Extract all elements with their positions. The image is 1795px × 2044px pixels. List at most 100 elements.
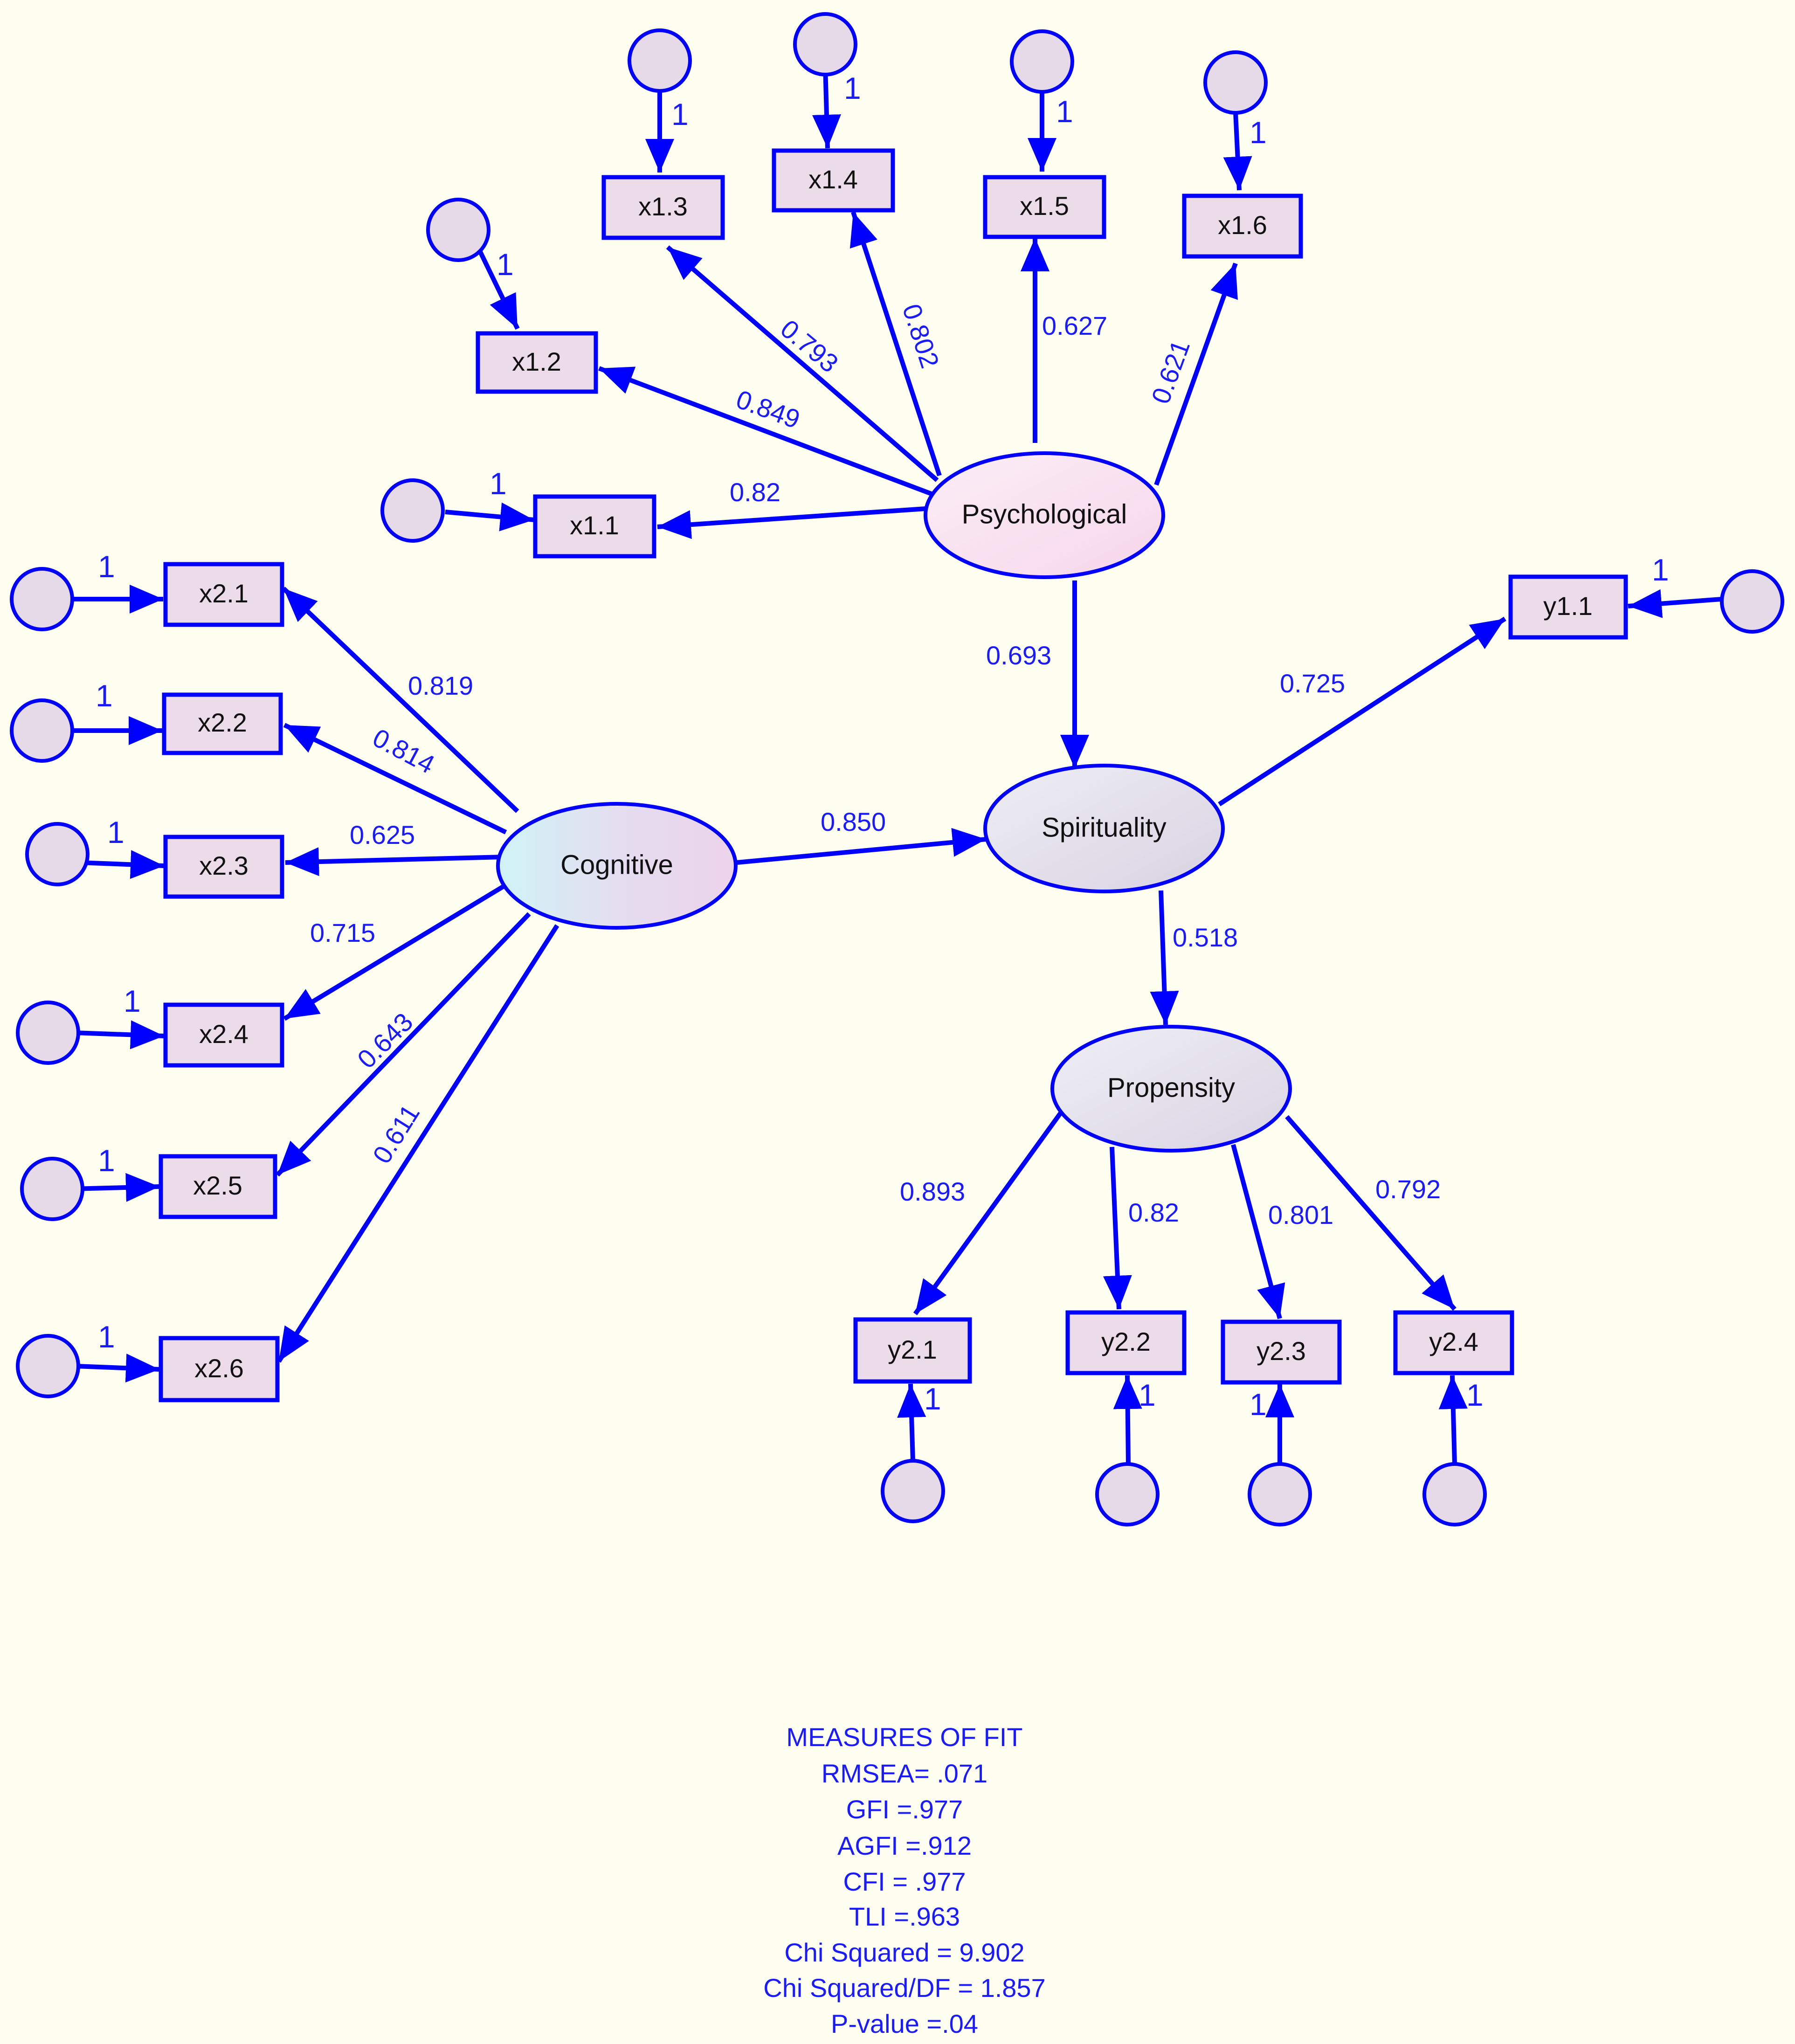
- latent-spirituality[interactable]: Spirituality: [983, 764, 1225, 893]
- edge-error-y1-1: [1628, 589, 1722, 618]
- fit-line-tli: TLI =.963: [849, 1902, 960, 1931]
- latent-variables: Psychological Cognitive Spirituality Pro…: [496, 451, 1292, 1153]
- edge-error-x1-4: [812, 65, 841, 149]
- indicator-label: x1.6: [1218, 210, 1267, 240]
- indicator-x2-6[interactable]: x2.6: [159, 1336, 280, 1402]
- error-circle-y2-1: [881, 1459, 945, 1523]
- edge-psychological-x1-2: [598, 366, 933, 497]
- indicator-label: y2.1: [888, 1335, 937, 1364]
- error-circle-x1-6: [1203, 50, 1268, 115]
- indicator-y2-1[interactable]: y2.1: [853, 1317, 972, 1384]
- indicator-x1-2[interactable]: x1.2: [476, 331, 598, 394]
- indicator-x1-5[interactable]: x1.5: [983, 175, 1106, 239]
- indicator-label: x2.4: [199, 1019, 249, 1049]
- fit-line-agfi: AGFI =.912: [837, 1831, 972, 1860]
- loading-x2-1: 0.819: [408, 671, 473, 700]
- loading-y2-3: 0.801: [1268, 1200, 1333, 1229]
- indicator-label: y1.1: [1543, 591, 1593, 621]
- loading-x1-5: 0.627: [1042, 311, 1107, 340]
- edge-propensity-y2-3: [1231, 1144, 1285, 1319]
- edge-error-x2-5: [72, 1173, 160, 1202]
- indicator-label: x1.4: [808, 165, 858, 194]
- edge-psychological-x1-6: [1154, 262, 1238, 486]
- indicator-x1-3[interactable]: x1.3: [601, 175, 725, 240]
- edge-cognitive-x2-2: [283, 723, 507, 835]
- indicator-x2-1[interactable]: x2.1: [163, 562, 284, 627]
- error-terms: [10, 12, 1784, 1526]
- indicator-x2-3[interactable]: x2.3: [163, 835, 284, 899]
- indicator-label: x2.3: [199, 851, 249, 880]
- edge-psychological-x1-3: [666, 245, 939, 482]
- indicator-y1-1[interactable]: y1.1: [1508, 574, 1628, 640]
- error-weight-y2-2: 1: [1139, 1378, 1156, 1412]
- fit-line-chi-squared: Chi Squared = 9.902: [784, 1938, 1024, 1967]
- indicator-label: x2.6: [194, 1353, 244, 1383]
- indicator-x1-6[interactable]: x1.6: [1182, 193, 1303, 259]
- indicator-x1-1[interactable]: x1.1: [533, 494, 656, 559]
- error-circle-x1-3: [628, 28, 692, 93]
- indicators: x1.1 x1.2 x1.3 x1.4 x1.5 x1.6 x2.1 x2.2 …: [159, 148, 1628, 1402]
- loading-x2-6: 0.611: [367, 1099, 425, 1169]
- error-weight-x2-2: 1: [96, 678, 113, 713]
- edge-error-x2-3: [79, 850, 165, 879]
- error-circle-x2-3: [25, 822, 90, 886]
- fit-line-chi-squared-df: Chi Squared/DF = 1.857: [763, 1973, 1045, 2003]
- path-psychological-spirituality: 0.693: [986, 641, 1051, 670]
- indicator-x2-4[interactable]: x2.4: [163, 1002, 284, 1068]
- indicator-y2-3[interactable]: y2.3: [1221, 1319, 1342, 1385]
- error-circle-y2-2: [1095, 1462, 1160, 1526]
- error-weight-x2-1: 1: [98, 549, 115, 584]
- loading-y2-1: 0.893: [900, 1177, 965, 1206]
- edge-propensity-y2-2: [1103, 1146, 1132, 1310]
- indicator-label: x1.1: [570, 511, 619, 540]
- edge-error-x1-1: [445, 502, 534, 532]
- edge-cognitive-x2-6: [276, 924, 559, 1363]
- edge-spirituality-y1-1: [1218, 616, 1506, 807]
- loading-x1-1: 0.82: [730, 477, 780, 507]
- error-weight-y2-4: 1: [1466, 1378, 1484, 1412]
- error-circle-y1-1: [1720, 569, 1784, 634]
- error-weight-y2-3: 1: [1250, 1387, 1267, 1422]
- error-weight-x1-1: 1: [490, 466, 507, 501]
- error-circle-x2-6: [16, 1334, 80, 1398]
- edge-spirituality-propensity: [1150, 890, 1179, 1025]
- edge-psychological-x1-4: [849, 211, 942, 476]
- fit-line-cfi: CFI = .977: [843, 1867, 966, 1896]
- latent-psychological[interactable]: Psychological: [924, 451, 1165, 579]
- indicator-x1-4[interactable]: x1.4: [772, 148, 895, 213]
- edges: [70, 65, 1722, 1464]
- indicator-label: y2.3: [1256, 1336, 1306, 1366]
- indicator-label: x1.2: [512, 347, 561, 376]
- fit-title: MEASURES OF FIT: [786, 1722, 1022, 1752]
- loading-y2-2: 0.82: [1128, 1198, 1179, 1227]
- latent-label-cognitive: Cognitive: [560, 849, 673, 880]
- error-weight-x1-2: 1: [497, 247, 514, 282]
- edge-cognitive-x2-3: [285, 847, 504, 877]
- error-circle-y2-3: [1248, 1462, 1312, 1526]
- loading-y1-1: 0.725: [1280, 669, 1345, 698]
- edge-error-y2-4: [1438, 1375, 1468, 1464]
- indicator-x2-5[interactable]: x2.5: [159, 1154, 277, 1219]
- path-cognitive-spirituality: 0.850: [821, 807, 886, 836]
- measures-of-fit: MEASURES OF FIT RMSEA= .071 GFI =.977 AG…: [763, 1722, 1045, 2038]
- edge-psychological-x1-1: [657, 506, 933, 539]
- indicator-x2-2[interactable]: x2.2: [162, 692, 283, 755]
- indicator-label: x2.5: [193, 1171, 242, 1200]
- latent-label-spirituality: Spirituality: [1042, 812, 1167, 842]
- indicator-y2-2[interactable]: y2.2: [1065, 1310, 1187, 1375]
- error-weight-x1-6: 1: [1250, 115, 1267, 150]
- error-circle-x2-4: [16, 1001, 80, 1065]
- edge-cognitive-x2-4: [283, 881, 510, 1021]
- latent-propensity[interactable]: Propensity: [1050, 1025, 1292, 1153]
- edge-propensity-y2-1: [913, 1108, 1065, 1315]
- error-circle-y2-4: [1422, 1462, 1487, 1526]
- error-circle-x2-5: [20, 1157, 84, 1221]
- edge-error-y2-1: [897, 1383, 926, 1461]
- error-circle-x2-1: [10, 567, 74, 631]
- indicator-y2-4[interactable]: y2.4: [1393, 1310, 1514, 1375]
- error-weight-x1-5: 1: [1056, 94, 1073, 129]
- error-weight-x1-4: 1: [844, 71, 861, 105]
- latent-cognitive[interactable]: Cognitive: [496, 802, 738, 930]
- edge-error-x1-2: [478, 250, 520, 330]
